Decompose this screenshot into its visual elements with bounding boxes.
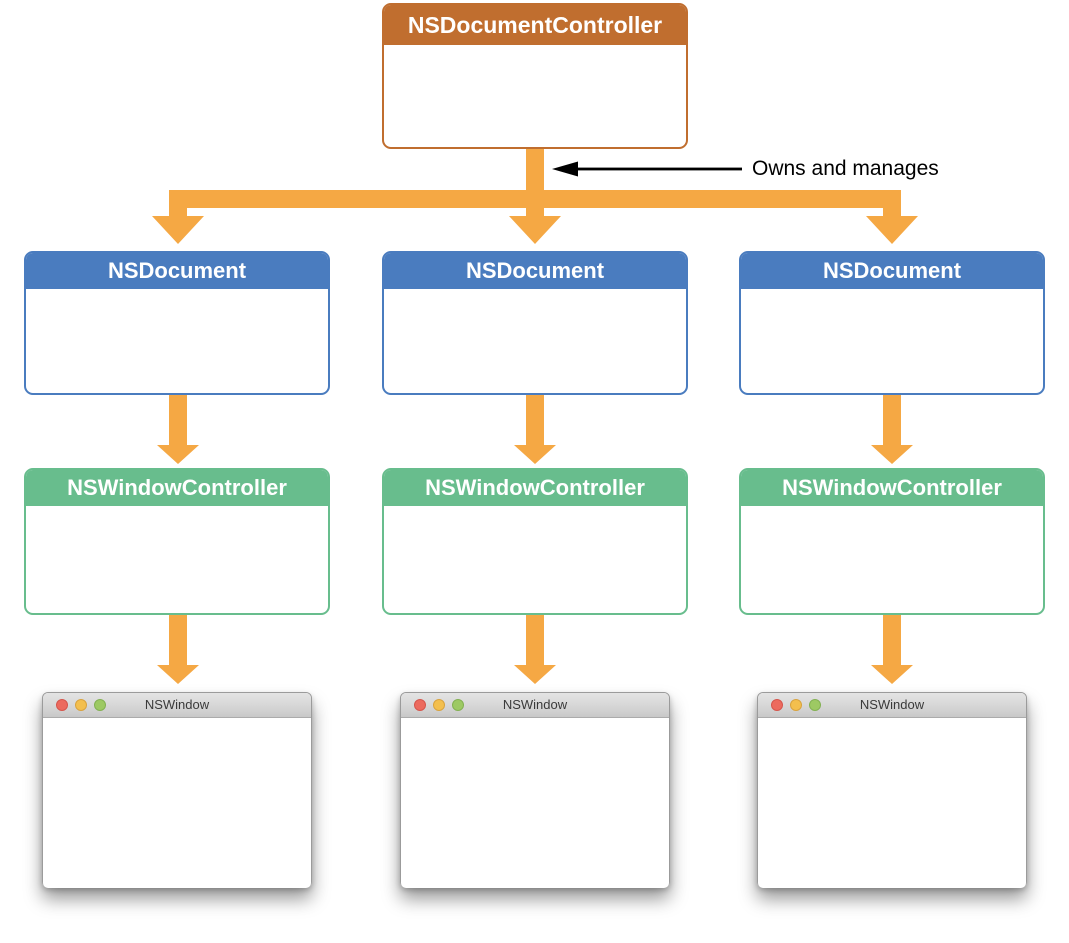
node-nsdocument-1-title: NSDocument	[26, 253, 328, 289]
traffic-lights	[771, 699, 821, 711]
traffic-lights	[414, 699, 464, 711]
minimize-button-icon	[75, 699, 87, 711]
arrow-to-document-2	[509, 208, 561, 244]
zoom-button-icon	[452, 699, 464, 711]
zoom-button-icon	[94, 699, 106, 711]
node-nswindowcontroller-3: NSWindowController	[739, 468, 1045, 615]
window-content	[401, 718, 669, 888]
arrow-document-to-controller-2	[514, 394, 556, 464]
minimize-button-icon	[433, 699, 445, 711]
zoom-button-icon	[809, 699, 821, 711]
node-nswindowcontroller-1-title: NSWindowController	[26, 470, 328, 506]
arrow-controller-to-window-2	[514, 613, 556, 684]
branch-bar	[169, 190, 901, 208]
window-content	[758, 718, 1026, 888]
annotation-owns-and-manages: Owns and manages	[752, 157, 939, 180]
arrow-document-to-controller-3	[871, 394, 913, 464]
node-nsdocument-1: NSDocument	[24, 251, 330, 395]
arrow-to-document-1	[152, 208, 204, 244]
traffic-lights	[56, 699, 106, 711]
window-title: NSWindow	[859, 697, 925, 712]
window-titlebar: NSWindow	[758, 693, 1026, 718]
annotation-arrow-line	[576, 167, 742, 171]
window-titlebar: NSWindow	[401, 693, 669, 718]
annotation-arrowhead	[552, 161, 578, 177]
window-nswindow-1: NSWindow	[42, 692, 312, 888]
minimize-button-icon	[790, 699, 802, 711]
node-nsdocumentcontroller: NSDocumentController	[382, 3, 688, 149]
window-titlebar: NSWindow	[43, 693, 311, 718]
node-nsdocument-2: NSDocument	[382, 251, 688, 395]
close-button-icon	[56, 699, 68, 711]
close-button-icon	[414, 699, 426, 711]
window-title: NSWindow	[144, 697, 210, 712]
window-nswindow-2: NSWindow	[400, 692, 670, 888]
node-nsdocument-3-title: NSDocument	[741, 253, 1043, 289]
close-button-icon	[771, 699, 783, 711]
window-nswindow-3: NSWindow	[757, 692, 1027, 888]
node-nsdocumentcontroller-title: NSDocumentController	[384, 5, 686, 45]
node-nsdocument-2-title: NSDocument	[384, 253, 686, 289]
window-content	[43, 718, 311, 888]
node-nswindowcontroller-2: NSWindowController	[382, 468, 688, 615]
node-nswindowcontroller-2-title: NSWindowController	[384, 470, 686, 506]
arrow-to-document-3	[866, 208, 918, 244]
arrow-controller-to-window-3	[871, 613, 913, 684]
node-nswindowcontroller-3-title: NSWindowController	[741, 470, 1043, 506]
arrow-document-to-controller-1	[157, 394, 199, 464]
arrow-controller-to-window-1	[157, 613, 199, 684]
window-title: NSWindow	[502, 697, 568, 712]
node-nsdocument-3: NSDocument	[739, 251, 1045, 395]
node-nswindowcontroller-1: NSWindowController	[24, 468, 330, 615]
